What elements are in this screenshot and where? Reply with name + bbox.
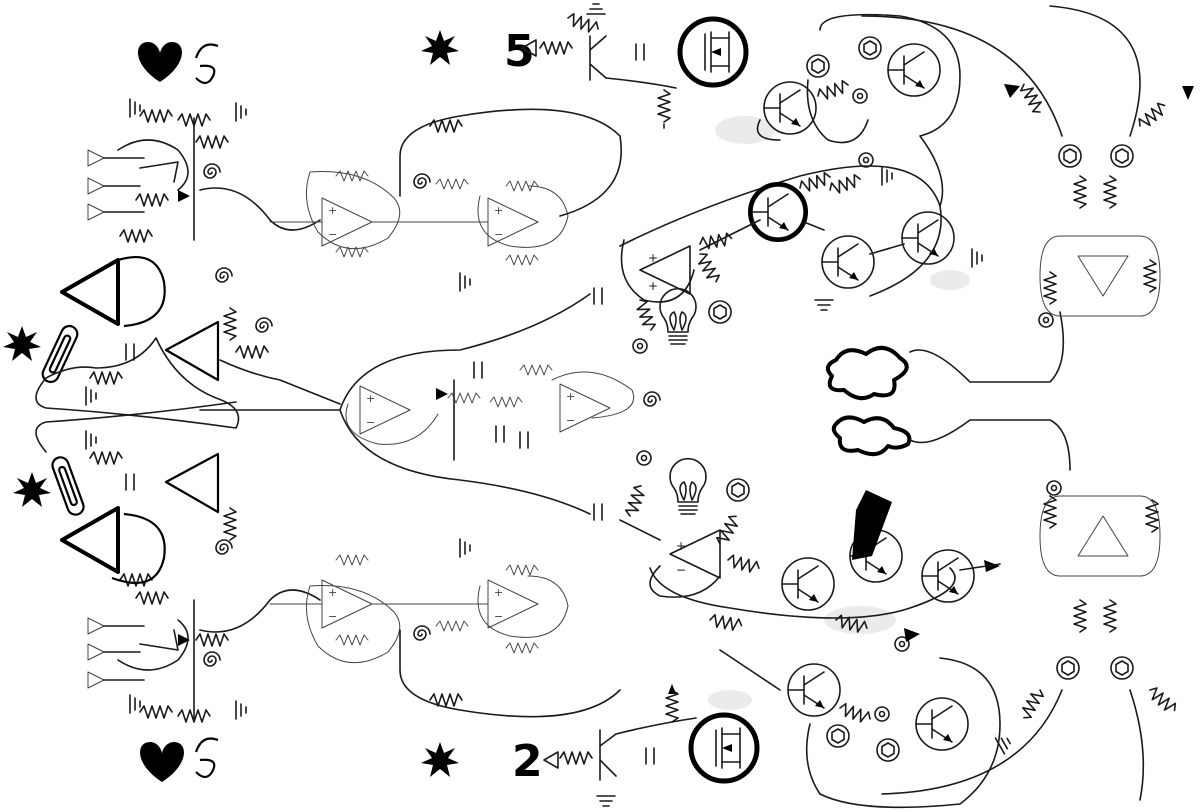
amplifier-big-bottom [60,506,120,574]
mosfet-bottom [691,715,757,781]
transistor-bottom-5 [915,697,969,751]
output-arrow-left [1004,84,1020,98]
sprout-icon-top [194,43,219,85]
driver-top: + + [619,13,983,354]
transistor-top-2 [821,235,875,289]
mosfet-top [680,19,746,85]
preamp-stage [269,11,622,718]
paperclip-icon-2 [49,453,87,519]
svg-text:−: − [676,563,686,577]
lightbulb-icon-bottom [669,457,707,515]
opamp-right-bottom [1077,515,1129,557]
svg-text:+: + [676,539,686,553]
opamp-center-2 [559,383,611,433]
opamp-bottom-2 [487,579,539,629]
driver-bottom: + − [619,450,1001,809]
output-arrow-right [1182,86,1194,100]
label-number-top: 5 [504,26,535,77]
transistor-top-3 [901,211,955,265]
blob-shape-bottom [831,415,912,457]
sprout-icon-bottom [194,737,219,779]
svg-text:+: + [648,251,658,265]
paperclip-icon-1 [38,322,82,386]
spark-icon-3 [421,30,459,65]
opamp-top-1 [321,197,373,247]
amplifier-medium-top [164,320,220,382]
spark-icon-2 [13,472,51,507]
opamp-bottom-1 [321,579,373,629]
transistor-top-1 [751,185,805,239]
transistor-bottom-4 [787,663,841,717]
transistor-top-5 [887,43,941,97]
opamp-top-2 [487,197,539,247]
blob-outline-top [111,256,166,328]
lightning-bolt-icon [852,490,892,560]
transistor-bottom-3 [921,549,975,603]
mixer-stage [339,287,661,521]
spark-icon-1 [3,326,41,361]
label-number-bottom: 2 [512,736,543,787]
spark-icon-4 [421,742,459,777]
blob-shape-top [825,346,909,401]
ink-smudges [708,116,970,710]
bottom-output-section: 2 [421,684,757,807]
amplifier-big-top [60,258,120,326]
opamp-right-top [1077,255,1129,297]
svg-text:+: + [648,279,658,293]
heart-icon-top [138,42,182,82]
top-output-section: 5 [421,3,746,129]
blob-outline-bottom [111,512,166,584]
output-stage [861,5,1194,801]
amplifier-medium-bottom [164,452,220,514]
heart-icon-bottom [140,742,184,782]
transistor-bottom-1 [781,557,835,611]
opamp-center-1 [359,385,411,435]
left-input-section [3,42,341,782]
